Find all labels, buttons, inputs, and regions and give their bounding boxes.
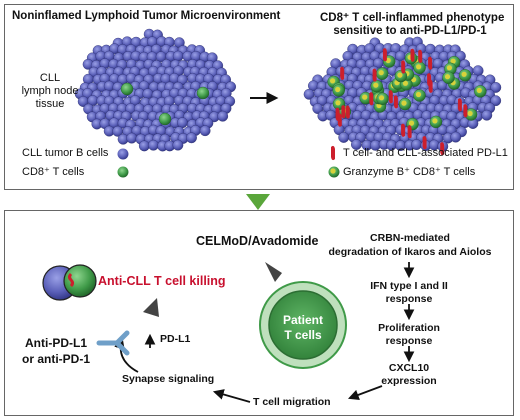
pdl1-mark bbox=[401, 123, 406, 137]
legend-pdl1-icon bbox=[331, 145, 335, 161]
killing-wedge-icon bbox=[143, 298, 159, 317]
granzyme-dot bbox=[385, 57, 391, 64]
pdl1-mark bbox=[369, 92, 374, 106]
pdl1-mark bbox=[341, 105, 346, 119]
granzyme-dot bbox=[476, 87, 482, 93]
step2-line2: response bbox=[385, 293, 433, 305]
pdl1-mark bbox=[382, 48, 387, 62]
pdl1-mark bbox=[337, 113, 342, 127]
granzyme-dot bbox=[401, 100, 407, 106]
b-cell bbox=[199, 125, 211, 137]
legend-t-cell-icon bbox=[117, 166, 129, 178]
granzyme-dot bbox=[416, 64, 422, 70]
granzyme-dot bbox=[373, 82, 379, 88]
synapse-label: Synapse signaling bbox=[122, 373, 215, 385]
pdl1-mark bbox=[407, 125, 412, 139]
killing-label: Anti-CLL T cell killing bbox=[98, 274, 226, 288]
antibody-label-line2: or anti-PD-1 bbox=[21, 352, 90, 366]
pdl1-mark bbox=[440, 142, 445, 156]
bottom-panel bbox=[4, 210, 514, 416]
killing-cell-pair bbox=[42, 264, 97, 301]
legend-t-cells-label: CD8⁺ T cells bbox=[22, 166, 85, 178]
b-cell bbox=[490, 82, 502, 93]
legend-b-cells-label: CLL tumor B cells bbox=[22, 147, 109, 159]
right-title-line1: CD8⁺ T cell-inflammed phenotype bbox=[320, 12, 505, 24]
legend-b-cell-icon bbox=[117, 148, 129, 160]
left-title: Noninflamed Lymphoid Tumor Microenvironm… bbox=[12, 10, 281, 22]
b-cell bbox=[138, 140, 150, 152]
pdl1-mark bbox=[410, 48, 415, 62]
transition-arrow bbox=[246, 194, 270, 210]
step3-line2: response bbox=[385, 335, 433, 347]
granzyme-dot bbox=[378, 70, 384, 76]
granzyme-dot bbox=[408, 120, 415, 126]
b-cell bbox=[338, 131, 350, 143]
granzyme-dot bbox=[397, 72, 403, 78]
b-cell bbox=[350, 139, 362, 150]
granzyme-dot bbox=[378, 95, 385, 101]
patient-t-cell bbox=[259, 281, 347, 369]
pdl1-mark bbox=[457, 98, 462, 112]
pdl1-mark bbox=[388, 90, 393, 104]
t-cell bbox=[196, 86, 210, 100]
pdl1-mark bbox=[372, 68, 377, 82]
pdl1-mark bbox=[401, 60, 406, 74]
pdl1-mark bbox=[463, 104, 468, 118]
pdl1-mark bbox=[428, 56, 433, 70]
step1-line2: degradation of Ikaros and Aiolos bbox=[328, 246, 492, 258]
pdl1-label: PD-L1 bbox=[160, 333, 191, 345]
tissue-label-line2: lymph node bbox=[21, 85, 79, 97]
b-cell bbox=[172, 139, 184, 151]
granzyme-dot bbox=[362, 94, 368, 100]
step2-line1: IFN type I and II bbox=[370, 280, 448, 292]
drug-wedge-icon bbox=[265, 262, 282, 282]
pdl1-mark bbox=[418, 49, 423, 64]
b-cell bbox=[147, 139, 159, 151]
noninflamed-tissue-cluster bbox=[74, 28, 237, 152]
tissue-label-line1: CLL bbox=[39, 72, 61, 84]
pdl1-mark bbox=[345, 105, 350, 119]
pdl1-mark bbox=[340, 66, 345, 81]
step1-line1: CRBN-mediated bbox=[370, 232, 450, 244]
drug-label: CELMoD/Avadomide bbox=[196, 234, 319, 248]
center-cell-line2: T cells bbox=[284, 328, 322, 342]
granzyme-dot bbox=[461, 71, 467, 77]
b-cell bbox=[126, 132, 138, 144]
granzyme-dot bbox=[335, 86, 341, 93]
pdl1-mark bbox=[422, 135, 427, 150]
legend-pdl1-label: T cell- and CLL-associated PD-L1 bbox=[343, 147, 508, 159]
antibody-label-line1: Anti-PD-L1 bbox=[25, 336, 87, 350]
cascade-arrows bbox=[114, 262, 415, 403]
migration-label: T cell migration bbox=[253, 396, 331, 408]
granzyme-dot bbox=[444, 74, 451, 80]
t-cell bbox=[158, 112, 172, 126]
inflamed-tissue-cluster bbox=[303, 36, 502, 156]
b-cell bbox=[481, 109, 493, 121]
step4-line1: CXCL10 bbox=[388, 362, 430, 374]
b-cell bbox=[450, 131, 462, 143]
b-cell bbox=[186, 132, 197, 144]
granzyme-dot bbox=[402, 80, 408, 86]
tissue-label-line3: tissue bbox=[35, 98, 65, 110]
step3-line1: Proliferation bbox=[378, 322, 440, 334]
granzyme-dot bbox=[335, 100, 341, 106]
granzyme-dot bbox=[446, 65, 452, 71]
center-cell-line1: Patient bbox=[282, 313, 323, 327]
granzyme-dot bbox=[450, 58, 456, 64]
granzyme-dot bbox=[415, 91, 422, 98]
b-cell bbox=[217, 110, 229, 122]
step4-line2: expression bbox=[381, 375, 437, 387]
antibody-icon bbox=[96, 330, 130, 356]
pdl1-mark bbox=[393, 95, 398, 109]
legend-granzyme-label: Granzyme B⁺ CD8⁺ T cells bbox=[343, 166, 476, 178]
granzyme-dot bbox=[467, 110, 473, 117]
pdl1-mark bbox=[427, 73, 432, 87]
granzyme-dot bbox=[432, 118, 438, 124]
b-cell bbox=[490, 95, 502, 107]
granzyme-dot bbox=[330, 78, 336, 84]
t-cell bbox=[120, 82, 134, 96]
right-title-line2: sensitive to anti-PD-L1/PD-1 bbox=[333, 25, 487, 37]
legend-granzyme-icon bbox=[328, 166, 340, 178]
